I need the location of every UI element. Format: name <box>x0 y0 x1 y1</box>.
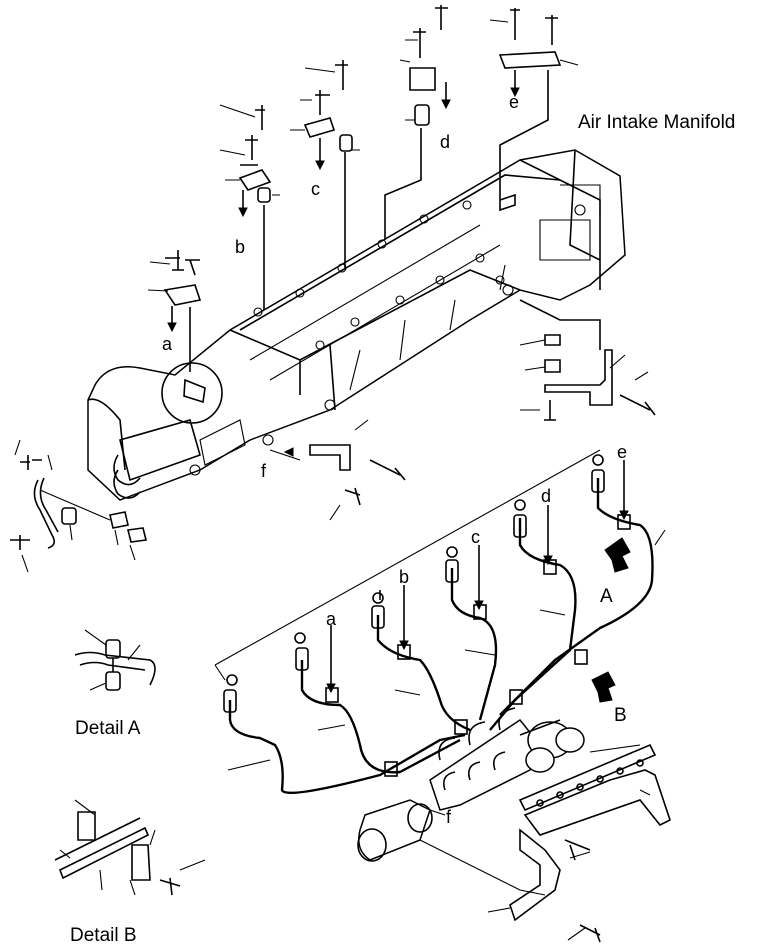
callout-e-upper: e <box>509 92 520 112</box>
callout-c-lower: c <box>471 527 480 547</box>
intake-manifold <box>87 149 626 501</box>
rear-bracket-hardware <box>519 299 656 421</box>
callout-a-upper: a <box>162 334 173 354</box>
detail-b-caption: Detail B <box>70 925 137 945</box>
detail-a-caption: Detail A <box>75 718 141 739</box>
detail-a-drawing <box>74 629 156 691</box>
lower-left-hardware <box>10 439 147 573</box>
callout-f-upper: f <box>261 461 267 481</box>
upper-clamp-hardware <box>147 5 579 372</box>
diagram-title: Air Intake Manifold <box>578 112 736 133</box>
callout-b-upper: b <box>235 237 246 257</box>
injection-line-assembly <box>214 449 671 943</box>
callout-c-upper: c <box>311 179 320 199</box>
callout-d-upper: d <box>440 132 451 152</box>
center-bracket-hardware <box>269 419 406 521</box>
detail-b-drawing <box>54 799 206 896</box>
callout-f-lower: f <box>446 807 452 827</box>
callout-b-lower: b <box>399 567 410 587</box>
callout-a-lower: a <box>326 609 337 629</box>
view-arrow-b-label: B <box>614 705 627 726</box>
view-arrow-a-label: A <box>600 586 613 607</box>
callout-d-lower: d <box>541 486 552 506</box>
callout-e-lower: e <box>617 442 628 462</box>
